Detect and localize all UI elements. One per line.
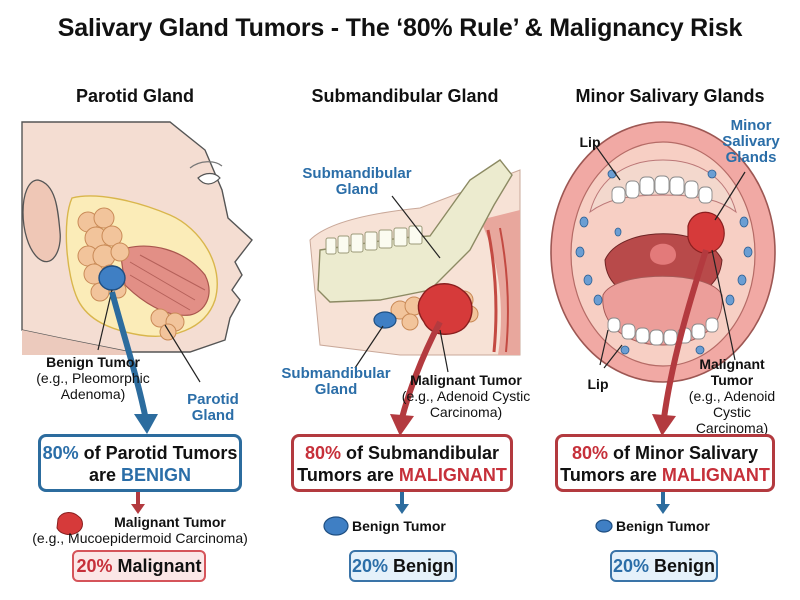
submandibular-heading: Submandibular Gland xyxy=(311,86,499,106)
minor-summary-box: 80% of Minor Salivary Tumors are MALIGNA… xyxy=(555,434,775,492)
submandibular-benign-label: Benign Tumor xyxy=(352,518,446,534)
minor-lip-label-bottom: Lip xyxy=(587,376,609,392)
parotid-gland-shape xyxy=(77,207,185,341)
ear-shape xyxy=(22,179,61,263)
minor-glands-dots xyxy=(575,169,753,355)
parotid-malignant-percent-box: 20% Malignant xyxy=(72,550,206,582)
minor-lip-label-top: Lip xyxy=(579,134,601,150)
submandibular-summary-box: 80% of Submandibular Tumors are MALIGNAN… xyxy=(291,434,513,492)
minor-malignant-tumor-shape xyxy=(687,211,725,254)
submandibular-malignant-tumor-shape xyxy=(417,283,473,335)
parotid-benign-arrow xyxy=(109,291,149,421)
teeth-shape xyxy=(325,225,423,255)
parotid-summary-box: 80% of Parotid Tumors are BENIGN xyxy=(38,434,242,492)
minor-benign-percent-box: 20% Benign xyxy=(610,550,718,582)
parotid-face-illustration xyxy=(21,121,253,536)
parotid-heading: Parotid Gland xyxy=(75,86,194,106)
parotid-benign-tumor-shape xyxy=(98,265,126,291)
page-title: Salivary Gland Tumors - The ‘80% Rule’ &… xyxy=(57,14,743,42)
minor-malignant-arrow xyxy=(661,249,709,419)
submandibular-illustration xyxy=(309,159,521,536)
lower-teeth-shape xyxy=(607,317,719,346)
mouth-illustration xyxy=(550,121,776,533)
submandibular-malignant-arrow xyxy=(399,320,443,419)
parotid-malignant-label: Malignant Tumor (e.g., Mucoepidermoid Ca… xyxy=(32,514,248,546)
neck-shape xyxy=(22,330,130,355)
submandibular-benign-tumor-icon xyxy=(323,516,349,536)
upper-teeth-shape xyxy=(611,175,713,204)
minor-heading: Minor Salivary Glands xyxy=(575,86,765,106)
submandibular-benign-tumor-shape xyxy=(373,311,397,329)
masseter-muscle-shape xyxy=(119,245,210,316)
minor-malignant-label: Malignant Tumor (e.g., Adenoid Cystic Ca… xyxy=(688,356,776,436)
submandibular-benign-percent-box: 20% Benign xyxy=(349,550,457,582)
parotid-malignant-tumor-icon xyxy=(56,512,83,536)
submandibular-malignant-label: Malignant Tumor (e.g., Adenoid Cystic Ca… xyxy=(401,372,531,420)
minor-benign-label: Benign Tumor xyxy=(616,518,710,534)
mandible-shape xyxy=(317,159,513,303)
minor-benign-tumor-icon xyxy=(595,519,613,533)
eye-shape xyxy=(197,172,221,185)
parotid-benign-label: Benign Tumor (e.g., Pleomorphic Adenoma) xyxy=(36,354,150,402)
